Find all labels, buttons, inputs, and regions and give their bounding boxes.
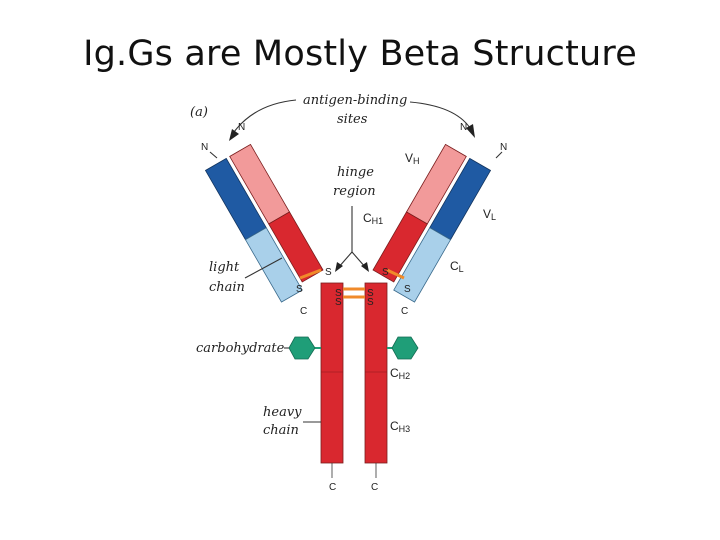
cl-domain-left	[244, 227, 303, 303]
antigen-binding-label: sites	[337, 112, 368, 127]
c-terminus-label: C	[401, 306, 408, 317]
sulfur-label: S	[335, 288, 342, 299]
light-chain-label: light	[209, 260, 240, 275]
vh-label: VH	[405, 151, 420, 166]
disulfide-bonds	[299, 268, 405, 299]
ch1-label: CH1	[363, 211, 383, 226]
c-terminus-label: C	[371, 482, 378, 493]
n-terminus-label: N	[460, 122, 467, 133]
heavy-chain-label: chain	[263, 423, 299, 438]
ch1-domain-right	[372, 211, 428, 283]
hinge-region-label: hinge	[337, 165, 374, 180]
panel-label: (a)	[190, 105, 208, 120]
heavy-chain-stem-right	[364, 282, 388, 464]
sulfur-label: S	[367, 297, 374, 308]
ch1-domain-left	[268, 211, 324, 283]
cl-label: CL	[450, 259, 464, 274]
carbohydrate-right	[387, 336, 419, 360]
n-terminus-label: N	[201, 142, 208, 153]
hinge-region-label: region	[333, 184, 376, 199]
sulfur-label: S	[335, 297, 342, 308]
ch3-label: CH3	[390, 419, 410, 434]
vl-label: VL	[483, 207, 496, 222]
n-terminus-label: N	[238, 122, 245, 133]
light-chain-label: chain	[209, 280, 245, 295]
antigen-binding-label: antigen-binding	[303, 93, 407, 108]
heavy-chain-label: heavy	[263, 405, 302, 420]
n-terminus-label: N	[500, 142, 507, 153]
leader-lines	[209, 99, 503, 423]
right-arm	[372, 143, 492, 303]
sulfur-label: S	[367, 288, 374, 299]
c-terminus-label: C	[300, 306, 307, 317]
carbohydrate-label: carbohydrate	[196, 341, 285, 356]
heavy-chain-stem-left	[320, 282, 344, 464]
ch2-label: CH2	[390, 366, 410, 381]
cl-domain-right	[393, 227, 452, 303]
c-terminus-label: C	[329, 482, 336, 493]
carbohydrate-left	[288, 336, 321, 360]
slide-title: Ig.Gs are Mostly Beta Structure	[83, 34, 637, 74]
sulfur-label: S	[382, 267, 389, 278]
sulfur-label: S	[296, 284, 303, 295]
sulfur-label: S	[404, 284, 411, 295]
sulfur-label: S	[325, 267, 332, 278]
left-arm	[204, 143, 324, 303]
